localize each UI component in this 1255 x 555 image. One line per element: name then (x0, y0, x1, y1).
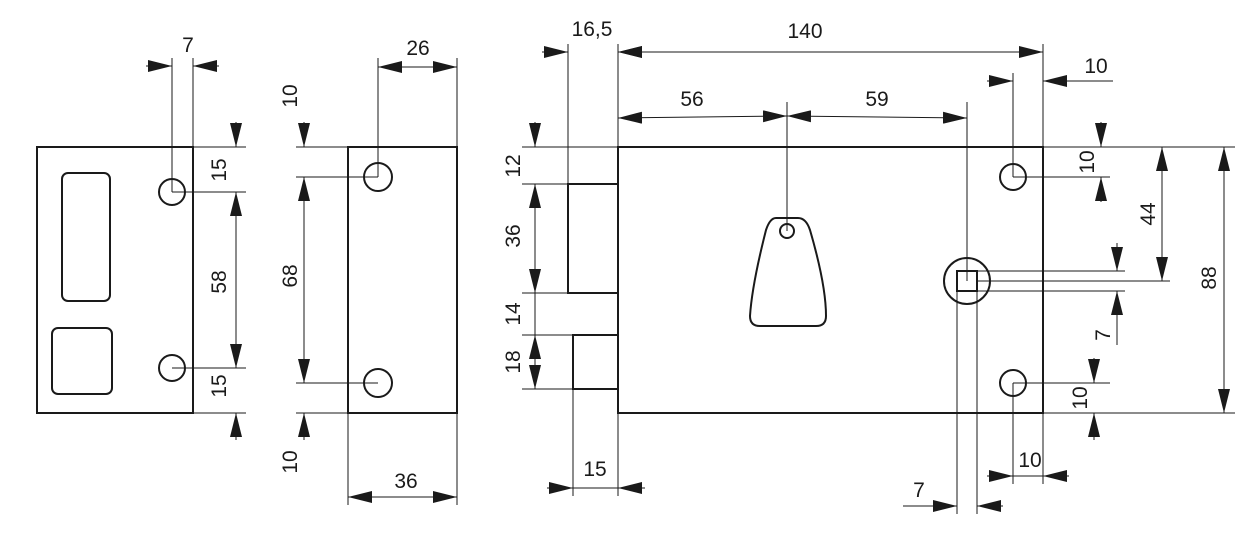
dim-text: 59 (865, 88, 888, 111)
dim-text: 7 (913, 479, 925, 502)
deadbolt (567, 183, 619, 294)
dim-text: 56 (680, 88, 703, 111)
latch-bolt (572, 334, 619, 390)
dim-text: 15 (583, 458, 606, 481)
dim-striker-top-offset: 7 (146, 34, 219, 72)
dim-plate-bottom-gap: 10 (279, 450, 302, 473)
dim-front-plate-width-top: 26 (378, 37, 457, 73)
dim-key-to-spindle: 59 (786, 88, 968, 124)
dim-bolt-gap: 14 (502, 302, 525, 326)
lock-body-outline (617, 146, 1044, 414)
dim-text: 16,5 (572, 18, 613, 41)
dim-body-right-edge: 10 (987, 55, 1113, 87)
striker-plate-outline (36, 146, 194, 414)
dim-text: 36 (394, 470, 417, 493)
front-plate-view: 26 10 68 10 36 (279, 37, 458, 505)
dim-striker-top-gap: 15 (208, 158, 231, 181)
dim-text: 10 (1018, 449, 1041, 472)
dim-front-plate-width-bottom: 36 (348, 470, 457, 503)
dim-latch-height: 18 (502, 350, 525, 373)
dim-plate-hole-spacing: 68 (279, 264, 302, 287)
dim-bolt-top: 12 (502, 154, 525, 177)
dim-spindle-from-top: 44 (1137, 202, 1160, 226)
dim-body-overhang: 16,5 (542, 18, 644, 58)
dim-body-width: 140 (618, 20, 1043, 58)
dim-latch-width: 15 (547, 458, 645, 494)
striker-latch-slot (51, 327, 113, 395)
dim-bolt-height: 36 (502, 224, 525, 247)
keyhole-icon (748, 217, 828, 327)
dim-spindle-width: 7 (903, 479, 1003, 512)
dim-plate-top-gap: 10 (279, 84, 302, 107)
dim-right-hole-side: 10 (987, 449, 1069, 482)
front-plate-outline (347, 146, 458, 414)
dim-text: 10 (1084, 55, 1107, 78)
dim-body-height: 88 (1198, 266, 1221, 289)
dim-key-from-left: 56 (617, 88, 788, 124)
lock-body-view: 16,5 140 10 56 59 12 36 14 (502, 18, 1235, 514)
dim-striker-hole-spacing: 58 (208, 270, 231, 293)
dim-spindle-square: 7 (1092, 329, 1115, 341)
dim-text: 140 (787, 20, 822, 43)
dim-right-hole-bottom: 10 (1069, 386, 1092, 409)
dim-right-hole-top: 10 (1076, 150, 1099, 173)
striker-bolt-slot (61, 172, 111, 302)
dim-text: 26 (406, 37, 429, 60)
dim-text: 7 (182, 34, 194, 57)
striker-plate-view: 7 15 58 15 (36, 34, 246, 440)
dim-striker-bottom-gap: 15 (208, 374, 231, 397)
